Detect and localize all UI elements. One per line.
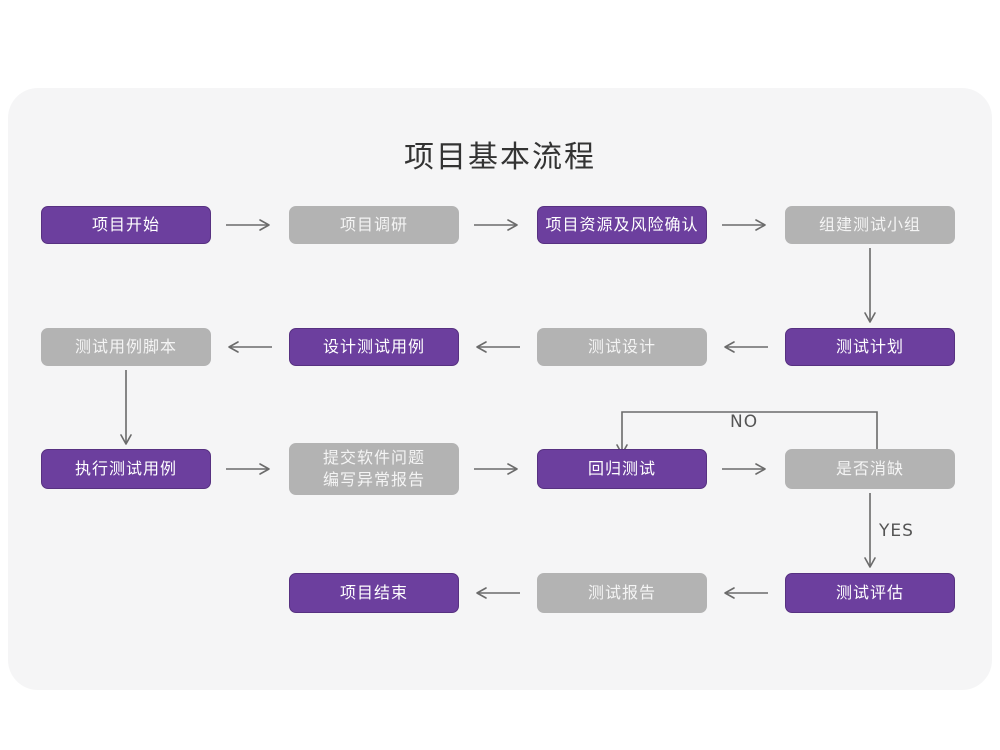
node-test-plan[interactable]: 测试计划	[785, 328, 955, 366]
node-label-line2: 编写异常报告	[322, 470, 425, 489]
node-test-design[interactable]: 测试设计	[537, 328, 707, 366]
node-label: 项目资源及风险确认	[545, 215, 699, 235]
node-label: 组建测试小组	[818, 215, 921, 235]
arrow-plan-to-test-design	[724, 341, 768, 353]
node-submit-issue-write-report[interactable]: 提交软件问题 编写异常报告	[289, 443, 459, 495]
node-resource-risk-confirm[interactable]: 项目资源及风险确认	[537, 206, 707, 244]
node-test-case-script[interactable]: 测试用例脚本	[41, 328, 211, 366]
node-label: 测试用例脚本	[74, 337, 177, 357]
node-project-end[interactable]: 项目结束	[289, 573, 459, 613]
node-label: 项目调研	[339, 215, 408, 235]
node-build-test-team[interactable]: 组建测试小组	[785, 206, 955, 244]
arrow-regression-to-defect-check	[722, 463, 766, 475]
node-label: 测试设计	[587, 337, 656, 357]
arrow-test-report-to-project-end	[476, 587, 520, 599]
node-label: 回归测试	[587, 459, 656, 479]
node-design-test-case[interactable]: 设计测试用例	[289, 328, 459, 366]
node-label-line1: 提交软件问题	[322, 448, 425, 468]
arrow-execute-to-report-bug	[226, 463, 270, 475]
node-project-research[interactable]: 项目调研	[289, 206, 459, 244]
arrow-test-design-to-design-case	[476, 341, 520, 353]
arrow-research-to-resource	[474, 219, 518, 231]
node-label: 测试报告	[587, 583, 656, 603]
arrow-resource-to-team	[722, 219, 766, 231]
node-label: 测试评估	[835, 583, 904, 603]
node-execute-test-case[interactable]: 执行测试用例	[41, 449, 211, 489]
edge-label-yes: YES	[879, 521, 914, 541]
node-label: 测试计划	[835, 337, 904, 357]
arrow-yes-to-test-evaluation	[864, 493, 876, 568]
node-label: 项目开始	[91, 215, 160, 235]
edge-label-no: NO	[730, 412, 759, 432]
arrow-team-to-test-plan	[864, 248, 876, 323]
arrow-script-to-execute	[120, 370, 132, 445]
arrow-evaluation-to-test-report	[724, 587, 768, 599]
node-defect-cleared-check[interactable]: 是否消缺	[785, 449, 955, 489]
node-project-start[interactable]: 项目开始	[41, 206, 211, 244]
page-title: 项目基本流程	[404, 140, 596, 175]
arrow-report-to-regression	[474, 463, 518, 475]
node-label: 是否消缺	[835, 459, 904, 479]
node-test-evaluation[interactable]: 测试评估	[785, 573, 955, 613]
node-test-report[interactable]: 测试报告	[537, 573, 707, 613]
node-label: 项目结束	[339, 583, 408, 603]
arrow-start-to-research	[226, 219, 270, 231]
node-label: 设计测试用例	[322, 337, 425, 357]
arrow-design-to-script	[228, 341, 272, 353]
node-label: 执行测试用例	[74, 459, 177, 479]
node-regression-test[interactable]: 回归测试	[537, 449, 707, 489]
